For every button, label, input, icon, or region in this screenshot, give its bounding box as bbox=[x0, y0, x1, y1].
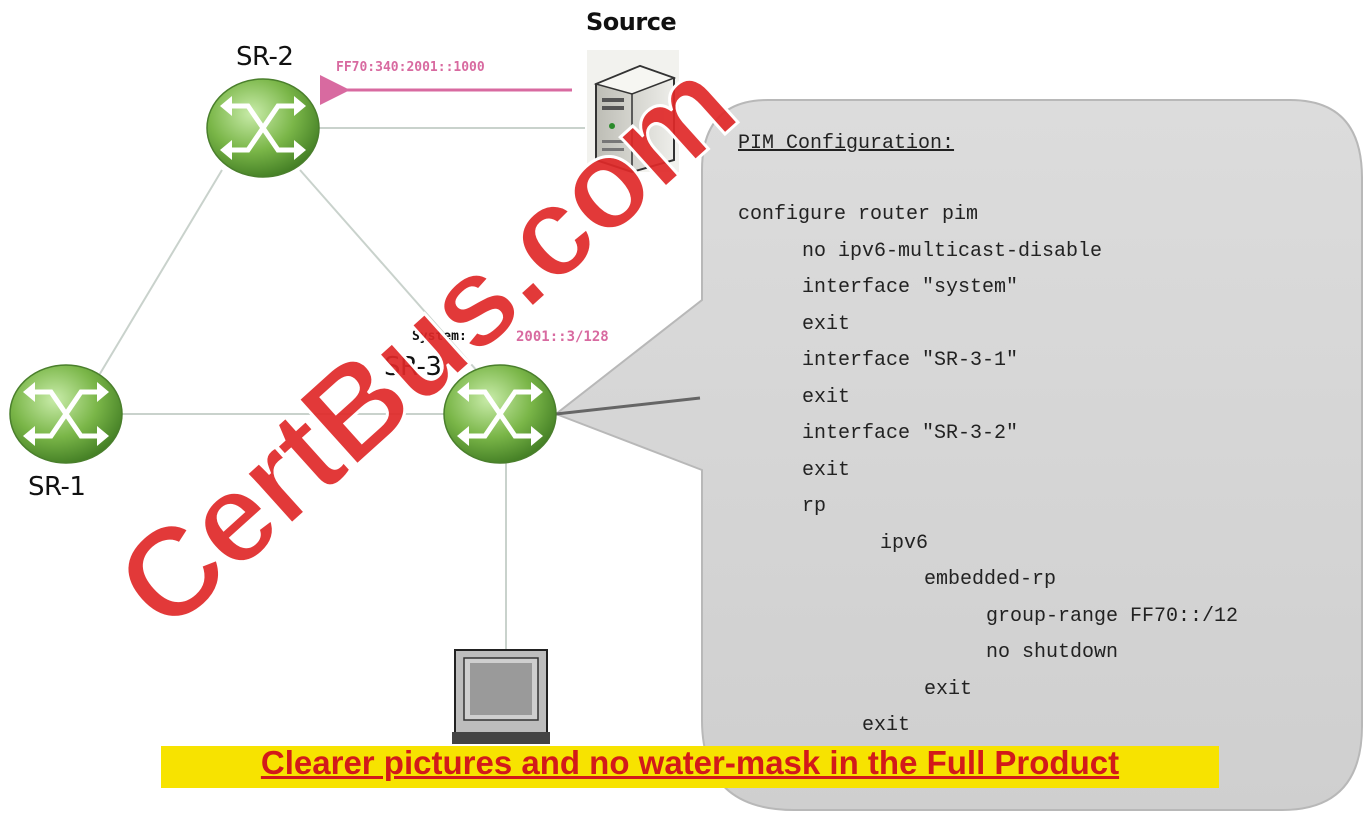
config-line: no ipv6-multicast-disable bbox=[802, 239, 1103, 263]
source-label: Source bbox=[586, 8, 677, 36]
config-line: interface "SR-3-1" bbox=[802, 349, 1019, 372]
sr1-label: SR-1 bbox=[28, 472, 86, 502]
host-computer-icon bbox=[452, 649, 550, 744]
system-address: 2001::3/128 bbox=[516, 329, 609, 345]
config-line: exit bbox=[924, 677, 973, 701]
config-line: exit bbox=[802, 312, 851, 336]
link-sr2-sr1 bbox=[94, 169, 223, 383]
config-line: group-range FF70::/12 bbox=[986, 604, 1239, 628]
config-line: rp bbox=[802, 495, 827, 518]
system-prefix: System: bbox=[412, 329, 467, 344]
link-sr2-sr3 bbox=[299, 169, 479, 373]
config-line: configure router pim bbox=[738, 203, 979, 226]
router-sr1-icon bbox=[9, 364, 123, 464]
group-address: FF70:340:2001::1000 bbox=[336, 60, 485, 75]
full-product-banner: Clearer pictures and no water-mask in th… bbox=[260, 744, 1120, 781]
banner-background bbox=[161, 746, 1219, 788]
config-line: exit bbox=[802, 458, 851, 482]
sr3-label: SR-3 bbox=[384, 352, 442, 382]
config-line: no shutdown bbox=[986, 641, 1119, 664]
links bbox=[94, 127, 585, 660]
config-line: embedded-rp bbox=[924, 568, 1057, 591]
config-line: exit bbox=[802, 385, 851, 409]
config-line: interface "system" bbox=[802, 276, 1019, 299]
config-line: interface "SR-3-2" bbox=[802, 422, 1019, 445]
config-line: ipv6 bbox=[880, 531, 929, 555]
router-sr2-icon bbox=[206, 78, 320, 178]
router-sr3-icon bbox=[443, 364, 557, 464]
config-bubble bbox=[553, 99, 1363, 811]
sr2-label: SR-2 bbox=[236, 42, 294, 72]
config-title: PIM Configuration: bbox=[738, 132, 955, 155]
config-line: exit bbox=[862, 714, 911, 737]
source-server-icon bbox=[587, 50, 679, 174]
